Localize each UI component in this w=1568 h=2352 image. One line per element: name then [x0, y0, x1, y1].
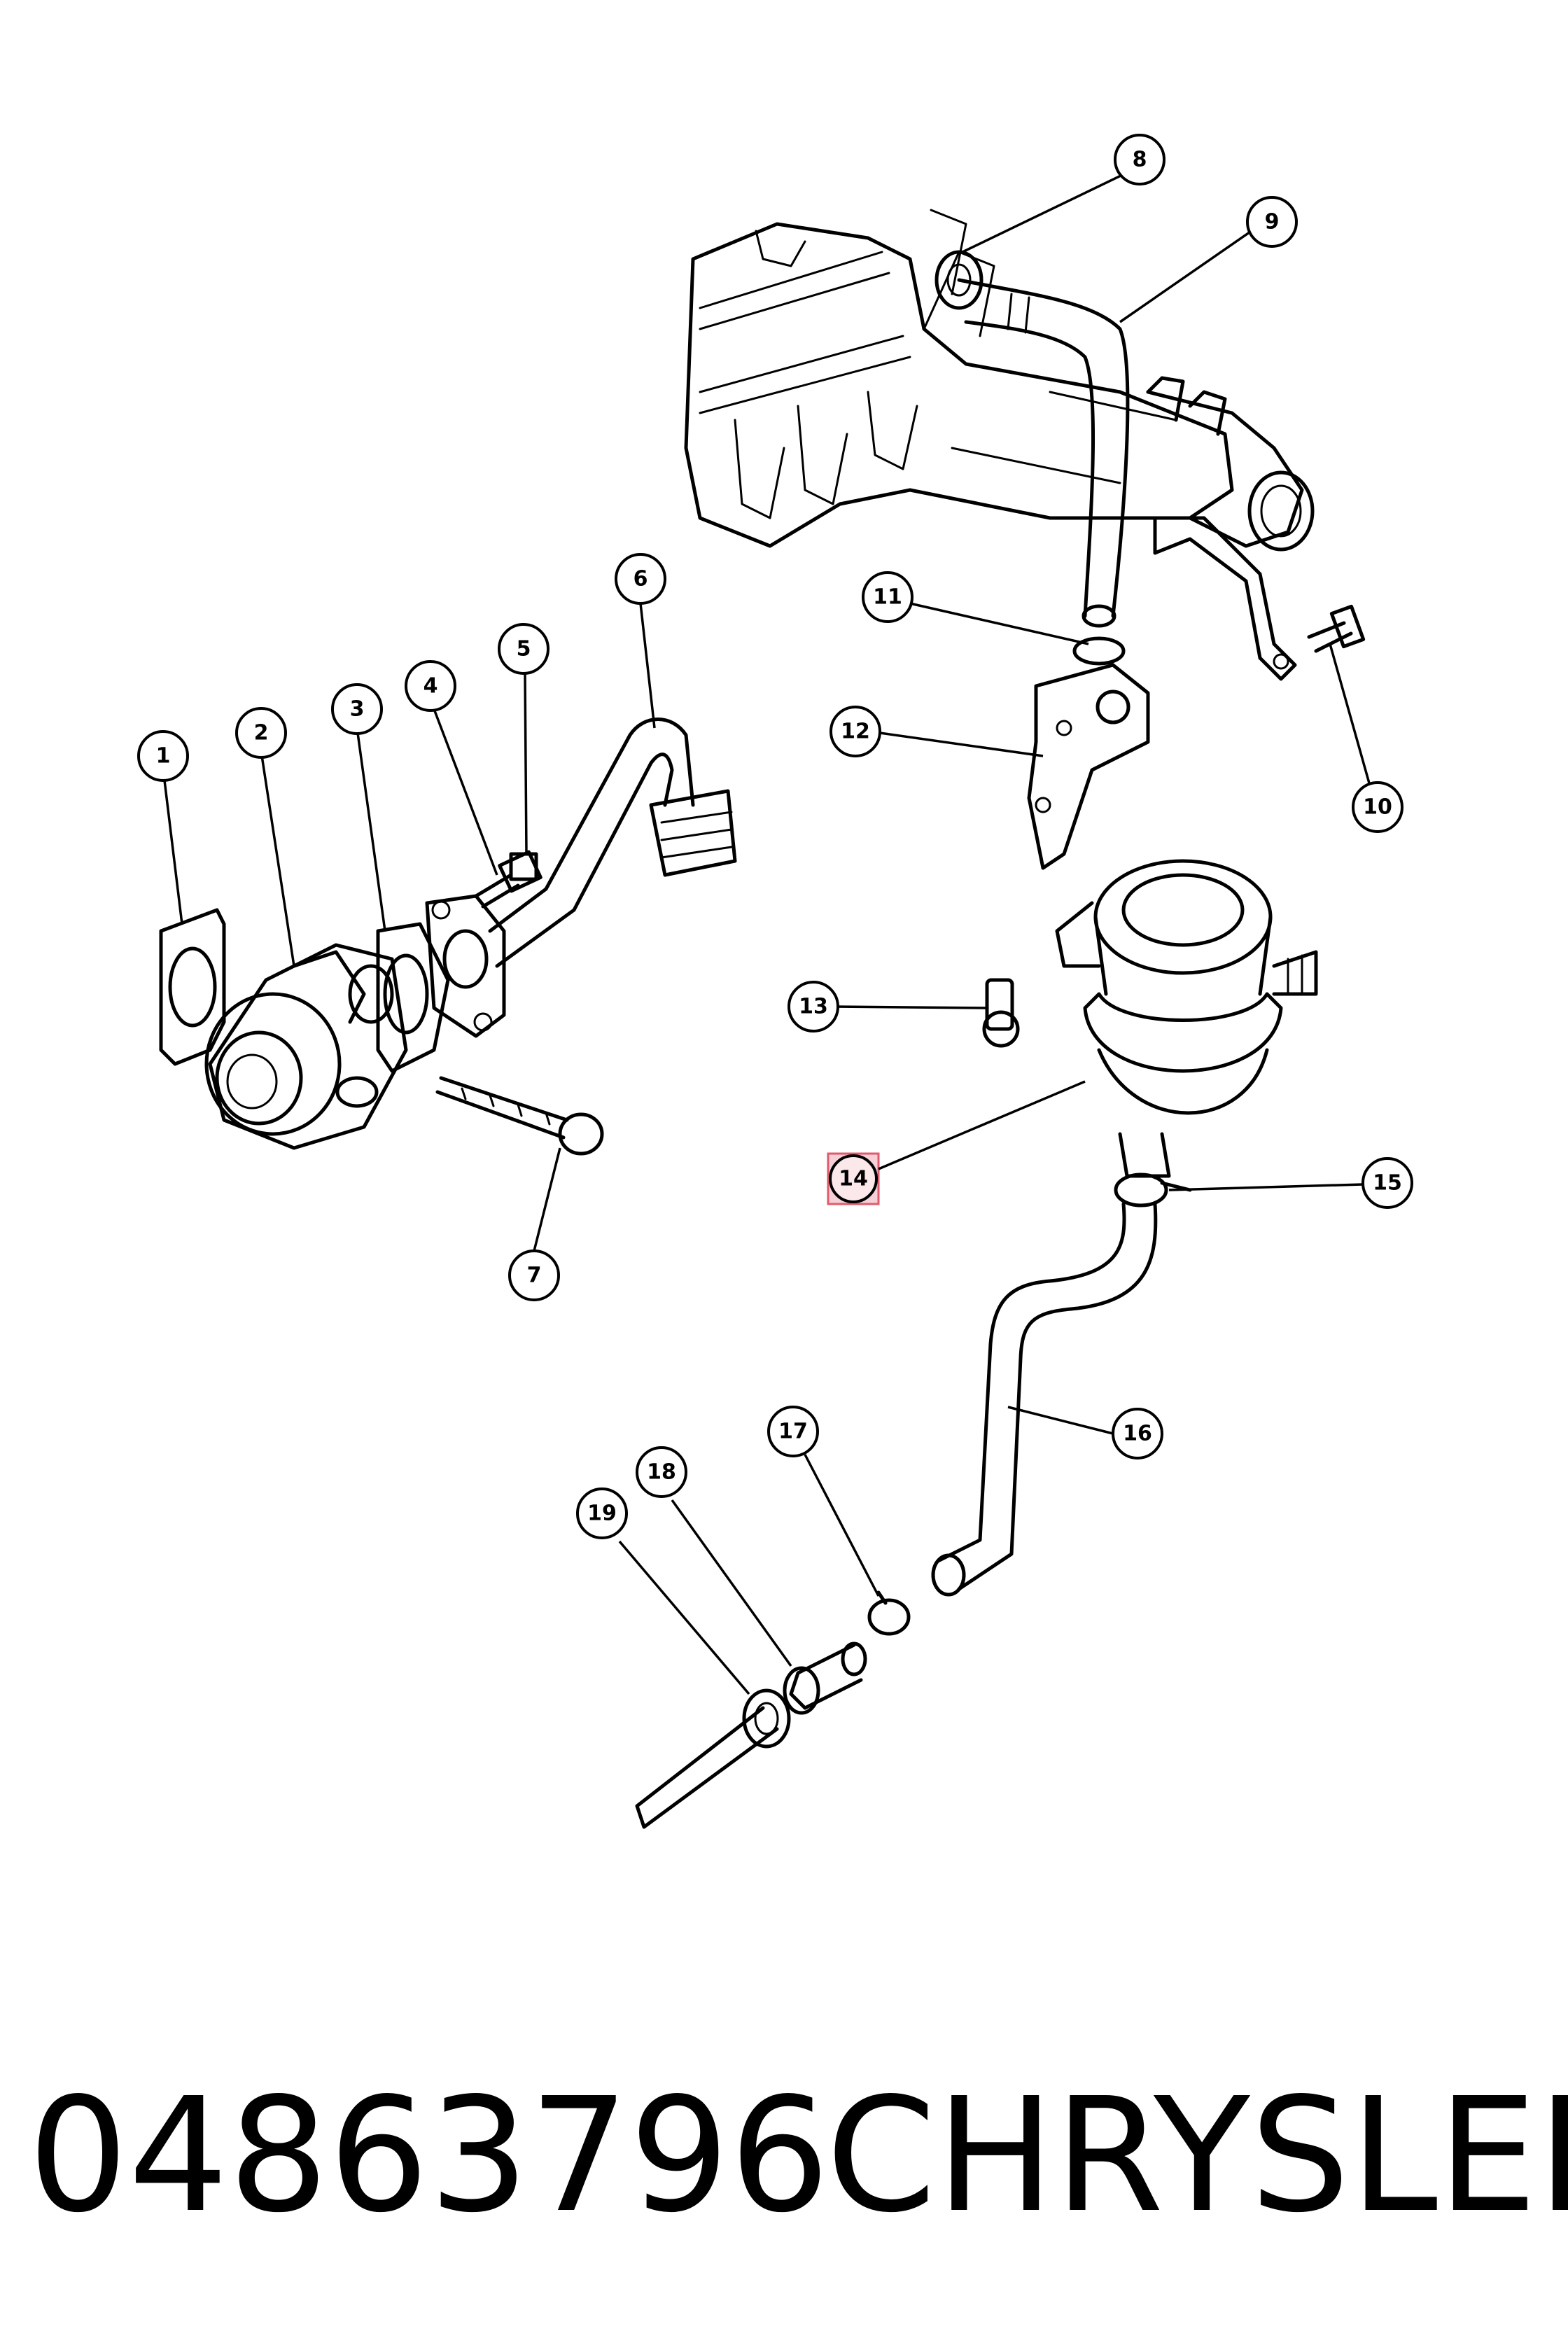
bolt-7 [435, 1076, 604, 1156]
egr-tube-6 [425, 718, 737, 1038]
hose-clamp-17 [867, 1590, 911, 1636]
nut-5 [509, 852, 538, 881]
vacuum-hose-16 [931, 1202, 1158, 1597]
callout-label: 5 [517, 637, 531, 662]
egr-valve-2 [204, 943, 408, 1150]
callout-13: 13 [788, 981, 839, 1032]
hose-fitting-18 [783, 1642, 867, 1715]
callout-label: 2 [254, 721, 269, 746]
callout-16: 16 [1112, 1408, 1163, 1460]
callout-label: 6 [634, 567, 648, 592]
callout-14[interactable]: 14 [829, 1154, 878, 1203]
bracket-12 [1027, 663, 1150, 870]
mounting-bracket [1153, 516, 1297, 681]
screw-13 [982, 978, 1020, 1048]
callout-label: 4 [424, 674, 438, 699]
callout-1: 1 [137, 730, 189, 782]
thermostat-housing [1146, 376, 1315, 552]
callout-19: 19 [576, 1488, 628, 1539]
callout-4: 4 [405, 660, 456, 712]
coolant-tube-upper [957, 278, 1130, 628]
callout-2: 2 [235, 707, 287, 759]
callout-label: 16 [1123, 1422, 1152, 1446]
callout-label: 15 [1373, 1171, 1402, 1196]
bolt-10 [1307, 604, 1366, 653]
hose-clamp-8 [934, 250, 983, 310]
callout-label: 12 [841, 720, 870, 744]
callout-label: 18 [647, 1460, 676, 1485]
callout-label: 3 [350, 697, 365, 722]
callout-label: 19 [587, 1502, 617, 1526]
gasket-3 [376, 922, 450, 1073]
callout-label: 10 [1363, 795, 1392, 820]
callout-label: 17 [778, 1420, 808, 1444]
callout-7: 7 [508, 1250, 560, 1301]
vacuum-hose-19 [635, 1688, 791, 1829]
part-number: 04863796 [28, 2064, 830, 2248]
callout-6: 6 [615, 553, 666, 605]
callout-label: 8 [1133, 148, 1147, 172]
callout-11: 11 [862, 571, 913, 623]
callout-5: 5 [498, 623, 550, 675]
callout-label: 14 [839, 1167, 868, 1191]
callout-label: 13 [799, 995, 828, 1019]
callout-18: 18 [636, 1446, 687, 1498]
callout-15: 15 [1362, 1157, 1413, 1209]
callout-label: 11 [873, 585, 902, 610]
callout-3: 3 [331, 683, 383, 735]
callout-12: 12 [830, 706, 881, 757]
intake-manifold [684, 209, 1234, 548]
callout-17: 17 [767, 1406, 819, 1457]
callout-label: 7 [527, 1264, 542, 1288]
gasket-1 [159, 908, 226, 1066]
callout-8: 8 [1114, 134, 1166, 186]
callout-label: 1 [156, 744, 171, 769]
callout-9: 9 [1246, 196, 1298, 248]
vacuum-canister-14 [1055, 859, 1318, 1178]
hose-clamp-11 [1072, 636, 1126, 666]
callout-label: 9 [1265, 210, 1280, 234]
brand-name: CHRYSLER [826, 2064, 1568, 2248]
callout-10: 10 [1352, 781, 1404, 833]
leader-lines [163, 165, 1373, 1695]
